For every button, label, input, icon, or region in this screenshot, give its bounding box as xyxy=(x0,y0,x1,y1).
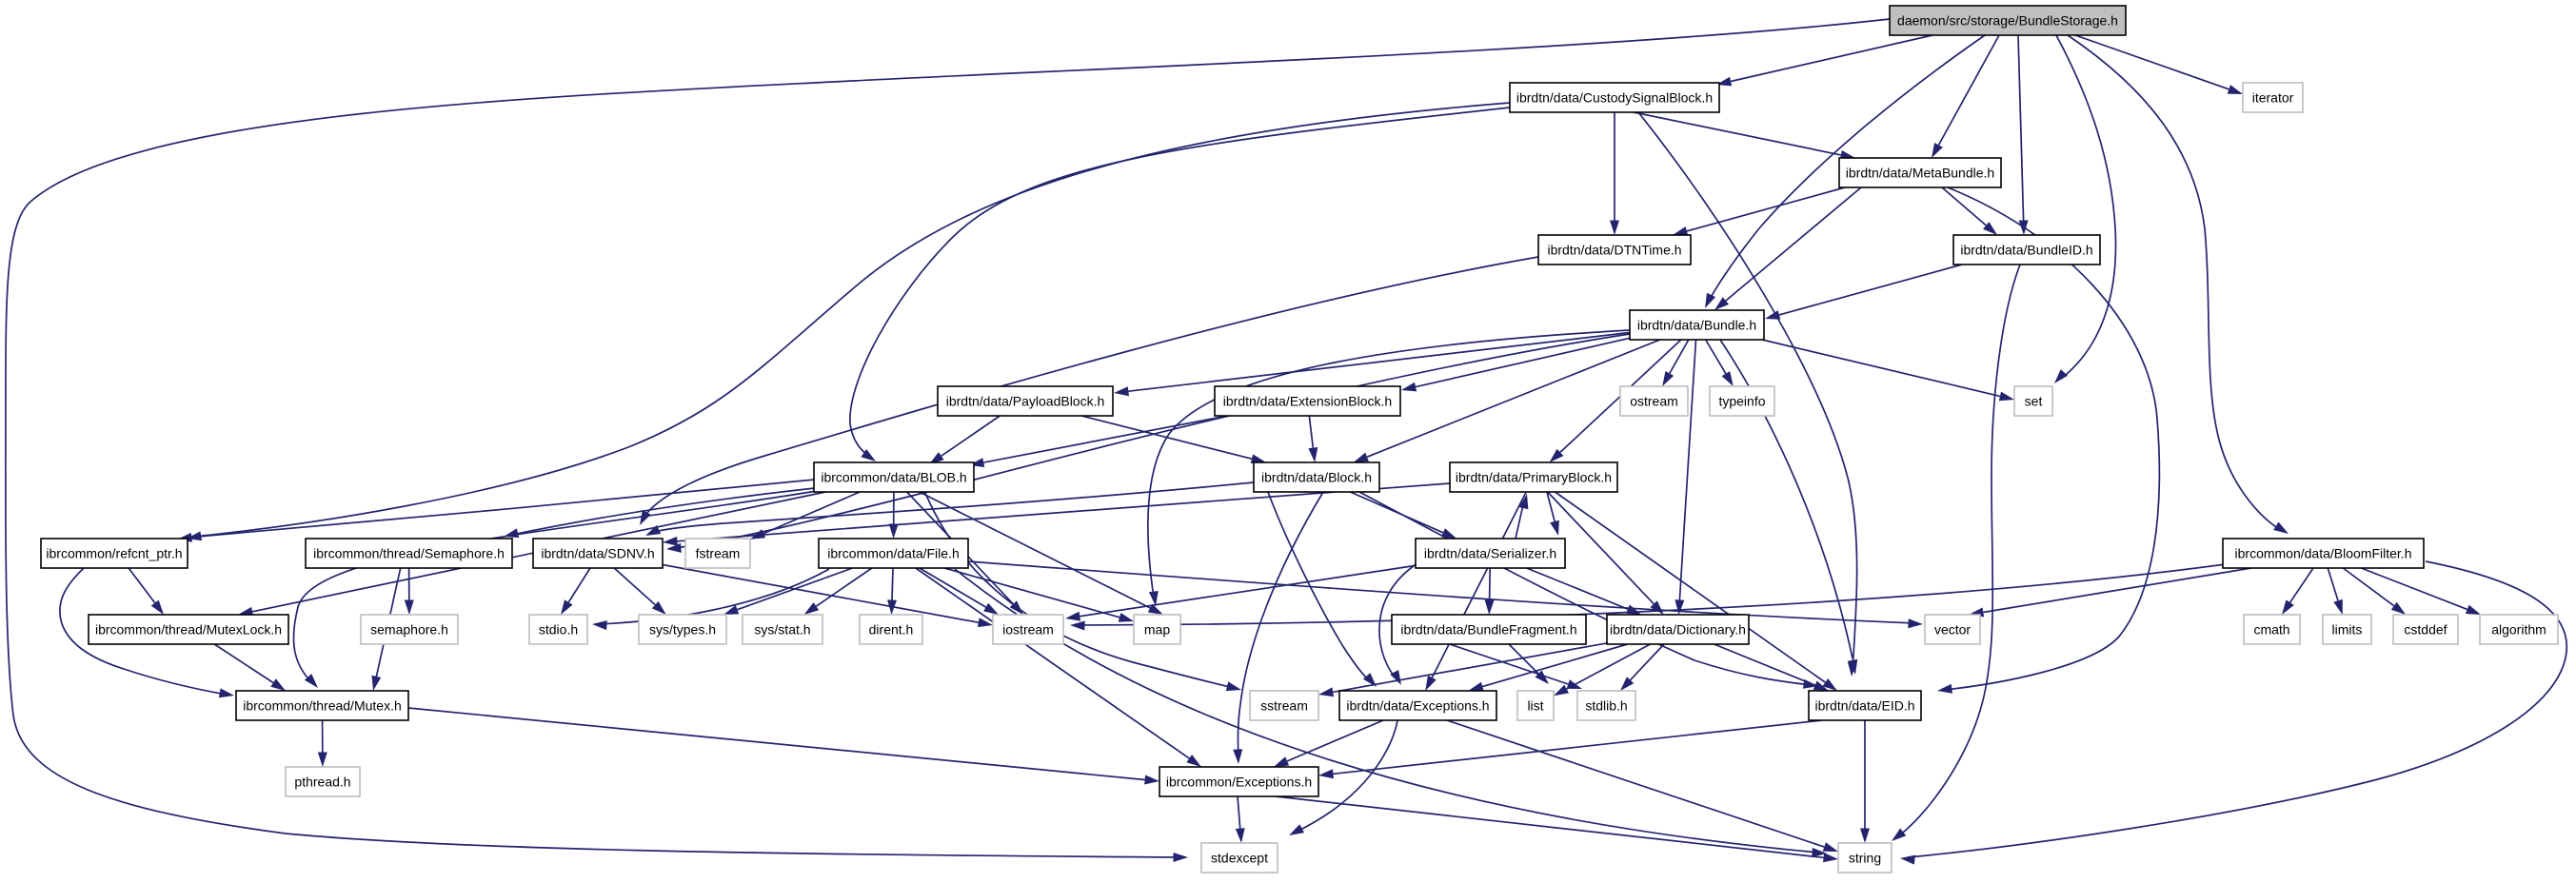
svg-text:ibrdtn/data/CustodySignalBlock: ibrdtn/data/CustodySignalBlock.h xyxy=(1516,90,1713,106)
svg-text:cmath: cmath xyxy=(2253,622,2289,638)
svg-text:iostream: iostream xyxy=(1002,622,1054,638)
svg-text:fstream: fstream xyxy=(696,546,741,561)
svg-text:dirent.h: dirent.h xyxy=(869,622,914,638)
svg-text:ibrdtn/data/Dictionary.h: ibrdtn/data/Dictionary.h xyxy=(1610,622,1746,638)
svg-text:ibrcommon/refcnt_ptr.h: ibrcommon/refcnt_ptr.h xyxy=(46,546,182,561)
svg-text:ibrdtn/data/SDNV.h: ibrdtn/data/SDNV.h xyxy=(541,546,654,561)
svg-text:ibrcommon/thread/MutexLock.h: ibrcommon/thread/MutexLock.h xyxy=(95,622,282,638)
svg-text:typeinfo: typeinfo xyxy=(1718,394,1765,409)
svg-text:ibrdtn/data/Bundle.h: ibrdtn/data/Bundle.h xyxy=(1637,318,1756,333)
svg-text:ostream: ostream xyxy=(1630,394,1678,409)
svg-text:stdexcept: stdexcept xyxy=(1211,851,1268,866)
svg-text:algorithm: algorithm xyxy=(2491,622,2546,638)
svg-text:pthread.h: pthread.h xyxy=(294,775,350,790)
svg-text:ibrdtn/data/EID.h: ibrdtn/data/EID.h xyxy=(1814,698,1914,714)
svg-text:ibrdtn/data/ExtensionBlock.h: ibrdtn/data/ExtensionBlock.h xyxy=(1223,394,1392,409)
svg-text:sys/stat.h: sys/stat.h xyxy=(754,622,810,638)
svg-text:ibrdtn/data/PrimaryBlock.h: ibrdtn/data/PrimaryBlock.h xyxy=(1456,470,1612,485)
svg-text:ibrdtn/data/BundleFragment.h: ibrdtn/data/BundleFragment.h xyxy=(1400,622,1576,638)
svg-text:ibrdtn/data/BundleID.h: ibrdtn/data/BundleID.h xyxy=(1960,243,2092,258)
svg-text:iterator: iterator xyxy=(2252,90,2294,106)
svg-text:set: set xyxy=(2025,394,2043,409)
svg-text:ibrdtn/data/MetaBundle.h: ibrdtn/data/MetaBundle.h xyxy=(1846,166,1994,181)
svg-text:ibrcommon/Exceptions.h: ibrcommon/Exceptions.h xyxy=(1166,775,1312,790)
svg-text:daemon/src/storage/BundleStora: daemon/src/storage/BundleStorage.h xyxy=(1897,13,2118,29)
svg-text:limits: limits xyxy=(2332,622,2363,638)
svg-text:ibrdtn/data/Block.h: ibrdtn/data/Block.h xyxy=(1261,470,1372,485)
svg-text:ibrcommon/data/BloomFilter.h: ibrcommon/data/BloomFilter.h xyxy=(2235,546,2412,561)
svg-text:list: list xyxy=(1527,698,1543,714)
svg-text:sstream: sstream xyxy=(1260,698,1308,714)
svg-text:ibrcommon/data/BLOB.h: ibrcommon/data/BLOB.h xyxy=(821,470,966,485)
svg-text:ibrdtn/data/Exceptions.h: ibrdtn/data/Exceptions.h xyxy=(1346,698,1489,714)
svg-text:sys/types.h: sys/types.h xyxy=(649,622,716,638)
svg-text:stdlib.h: stdlib.h xyxy=(1585,698,1627,714)
svg-text:map: map xyxy=(1144,622,1170,638)
svg-text:vector: vector xyxy=(1934,622,1971,638)
svg-text:stdio.h: stdio.h xyxy=(539,622,578,638)
svg-text:cstddef: cstddef xyxy=(2404,622,2447,638)
svg-text:ibrdtn/data/DTNTime.h: ibrdtn/data/DTNTime.h xyxy=(1547,243,1681,258)
svg-text:ibrcommon/thread/Semaphore.h: ibrcommon/thread/Semaphore.h xyxy=(313,546,505,561)
svg-text:string: string xyxy=(1849,851,1881,866)
svg-text:ibrdtn/data/PayloadBlock.h: ibrdtn/data/PayloadBlock.h xyxy=(946,394,1105,409)
svg-text:ibrcommon/data/File.h: ibrcommon/data/File.h xyxy=(827,546,960,561)
svg-text:ibrdtn/data/Serializer.h: ibrdtn/data/Serializer.h xyxy=(1424,546,1556,561)
svg-text:ibrcommon/thread/Mutex.h: ibrcommon/thread/Mutex.h xyxy=(243,698,402,714)
svg-text:semaphore.h: semaphore.h xyxy=(370,622,448,638)
